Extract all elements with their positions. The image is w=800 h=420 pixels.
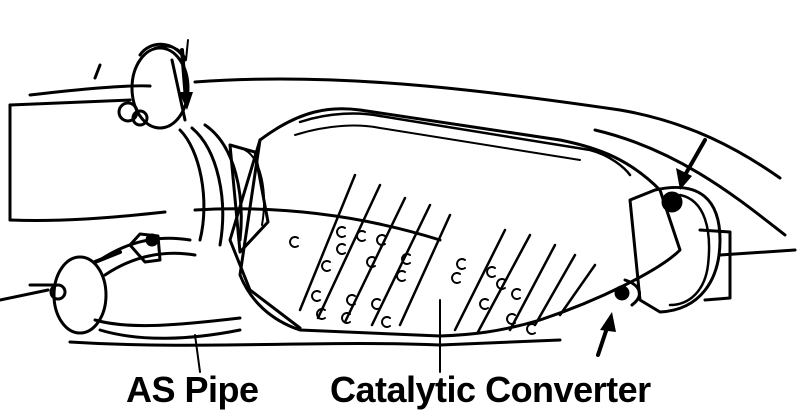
arrow-head-top-left <box>179 92 193 110</box>
arrow-head-top-right <box>676 168 692 190</box>
as-pipe-label: AS Pipe <box>126 369 259 410</box>
catalytic-converter-label: Catalytic Converter <box>330 369 651 410</box>
arrow-top-left <box>180 48 188 102</box>
arrow-head-bottom-right <box>600 312 616 332</box>
vehicle-frame <box>0 63 797 302</box>
arrow-top-right <box>683 138 707 177</box>
converter-dimples <box>289 226 536 335</box>
catalytic-converter-body <box>228 107 682 338</box>
front-flange-assembly <box>117 39 190 130</box>
as-pipe-assembly <box>28 232 562 347</box>
as-pipe-leader-line <box>194 334 201 373</box>
front-pipe <box>178 123 270 254</box>
rear-flange-assembly <box>614 185 732 314</box>
arrow-as-pipe <box>93 250 122 264</box>
